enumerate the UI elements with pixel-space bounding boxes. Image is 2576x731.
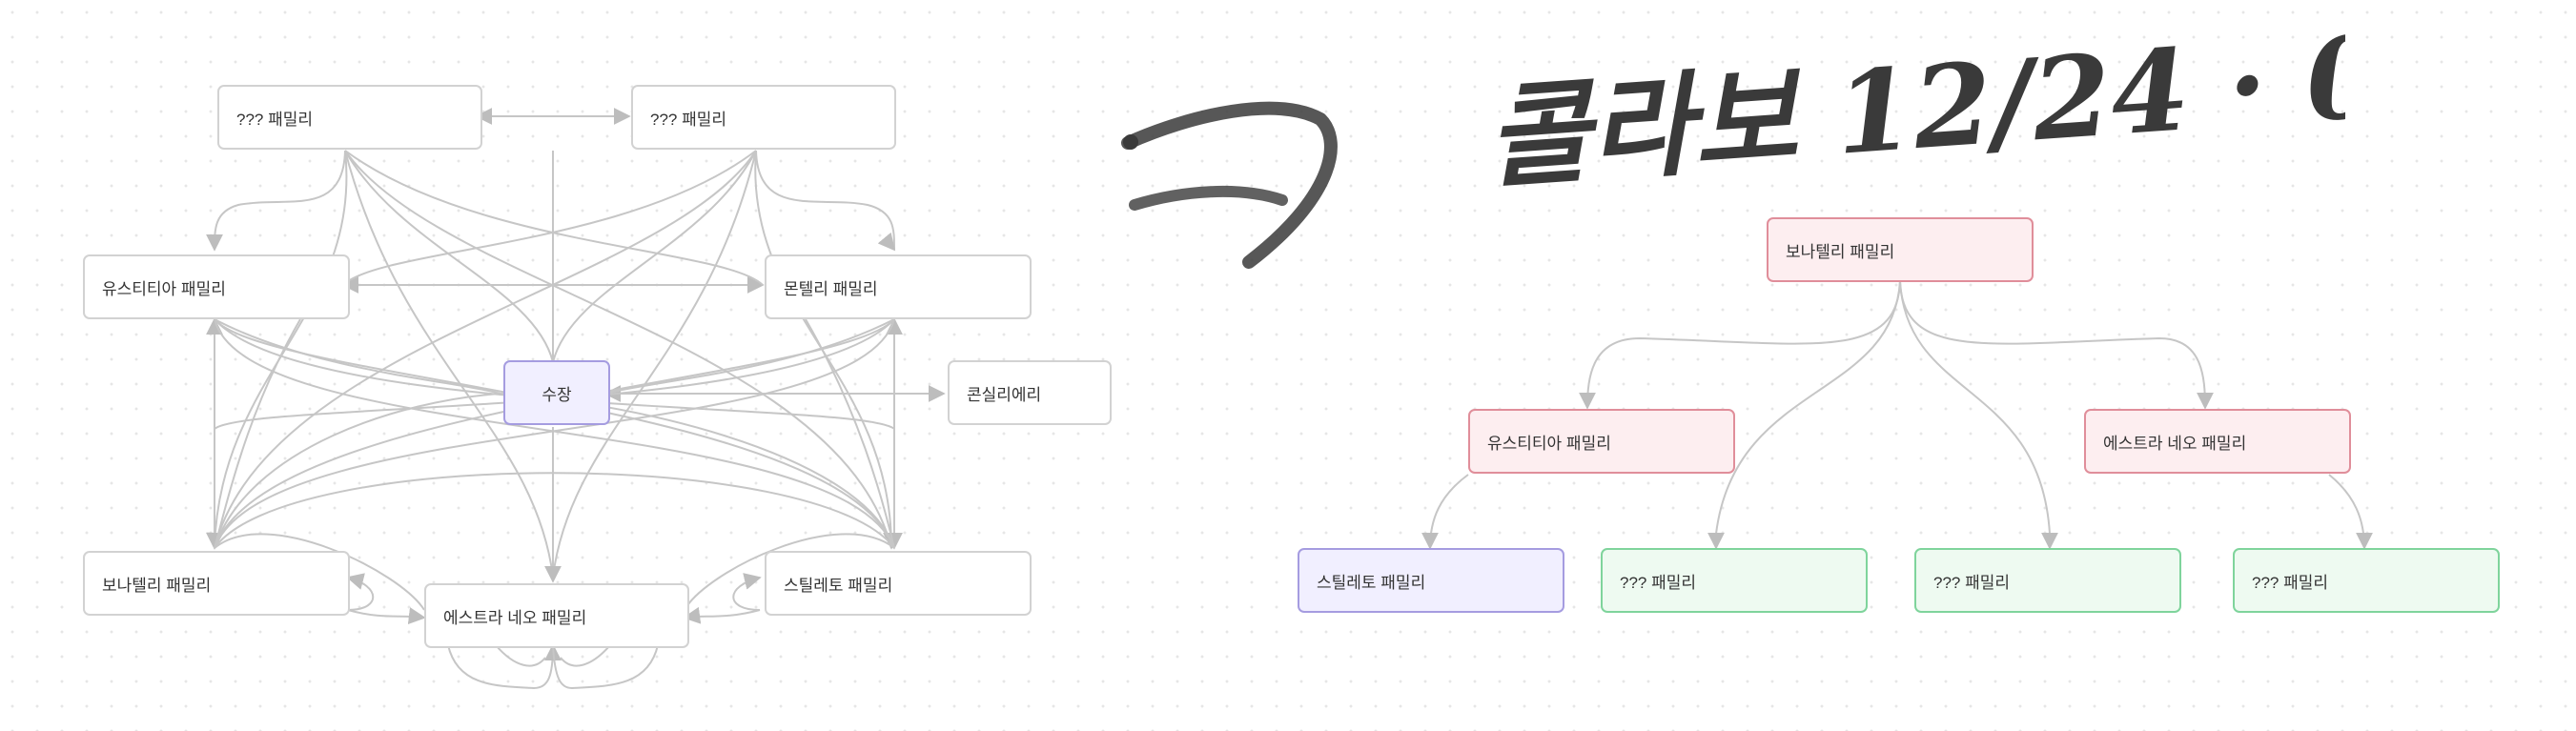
node-label: 에스트라 네오 패밀리	[2103, 434, 2247, 453]
edge	[214, 318, 895, 549]
node-label: ??? 패밀리	[1620, 573, 1697, 592]
edge	[552, 150, 757, 363]
edge	[346, 573, 375, 611]
node-label: ??? 패밀리	[1933, 573, 2011, 592]
edge	[214, 533, 425, 611]
left-graph-edges	[206, 108, 946, 690]
edge	[214, 318, 895, 549]
edge	[1899, 280, 2214, 410]
edge	[1899, 280, 2058, 550]
edge	[552, 644, 659, 690]
right-node-unknown-3[interactable]: ??? 패밀리	[2233, 548, 2500, 613]
right-node-estra-neo[interactable]: 에스트라 네오 패밀리	[2084, 409, 2351, 474]
edge	[755, 150, 895, 251]
node-label: 스틸레토 패밀리	[1317, 573, 1426, 592]
node-label: 유스티티아 패밀리	[1487, 434, 1611, 453]
left-node-consigliere[interactable]: 콘실리에리	[948, 360, 1112, 425]
node-label: 콘실리에리	[967, 385, 1042, 404]
left-node-boss[interactable]: 수장	[503, 360, 610, 425]
left-node-stiletto[interactable]: 스틸레토 패밀리	[765, 551, 1032, 616]
left-node-unknown-2[interactable]: ??? 패밀리	[631, 85, 896, 150]
edge	[214, 318, 895, 549]
edge	[214, 318, 301, 549]
edge	[206, 150, 346, 252]
edge	[342, 150, 757, 286]
right-tree-edges	[1421, 280, 2373, 550]
node-label: 스틸레토 패밀리	[784, 576, 893, 595]
edge	[206, 150, 348, 550]
right-node-justitia[interactable]: 유스티티아 패밀리	[1468, 409, 1735, 474]
node-label: ??? 패밀리	[650, 110, 727, 129]
edge	[214, 318, 895, 549]
edge	[347, 607, 426, 625]
node-label: 보나텔리 패밀리	[102, 576, 212, 595]
node-label: 에스트라 네오 패밀리	[443, 608, 587, 627]
right-node-unknown-1[interactable]: ??? 패밀리	[1601, 548, 1868, 613]
node-label: 몬텔리 패밀리	[784, 279, 878, 298]
node-label: ??? 패밀리	[236, 110, 314, 129]
edge	[214, 318, 501, 395]
edge	[552, 150, 757, 578]
node-label: ??? 패밀리	[2252, 573, 2329, 592]
edge	[684, 533, 895, 611]
left-node-montelli[interactable]: 몬텔리 패밀리	[765, 254, 1032, 319]
arrow-drawing	[1121, 101, 1338, 269]
edge	[214, 150, 757, 549]
edge	[344, 150, 764, 286]
edge	[805, 318, 895, 549]
edge	[2328, 474, 2373, 550]
node-label: 수장	[542, 385, 572, 404]
edge	[344, 150, 554, 363]
right-node-unknown-2[interactable]: ??? 패밀리	[1914, 548, 2181, 613]
edge	[683, 606, 761, 624]
handwritten-note-text: 콜라보 12/24 · 00시 기준	[1482, 29, 2345, 204]
edge	[1579, 280, 1901, 410]
edge	[495, 644, 546, 667]
edge	[1421, 474, 1469, 550]
edge	[447, 643, 562, 690]
left-node-justitia[interactable]: 유스티티아 패밀리	[83, 254, 350, 319]
right-node-stiletto[interactable]: 스틸레토 패밀리	[1298, 548, 1564, 613]
edge	[214, 472, 895, 549]
edge	[344, 150, 554, 578]
left-node-estra-neo[interactable]: 에스트라 네오 패밀리	[424, 583, 689, 648]
edge	[604, 318, 895, 395]
node-label: 보나텔리 패밀리	[1786, 242, 1895, 261]
edge	[344, 150, 892, 549]
left-node-unknown-1[interactable]: ??? 패밀리	[217, 85, 482, 150]
right-node-root-bonatelli[interactable]: 보나텔리 패밀리	[1767, 217, 2034, 282]
handwritten-note: 콜라보 12/24 · 00시 기준	[1482, 29, 2345, 204]
left-node-bonatelli[interactable]: 보나텔리 패밀리	[83, 551, 350, 616]
edge	[877, 232, 896, 252]
edge	[560, 644, 611, 667]
node-label: 유스티티아 패밀리	[102, 279, 226, 298]
edge	[214, 393, 501, 549]
edge	[732, 573, 762, 611]
edge	[1707, 280, 1901, 550]
